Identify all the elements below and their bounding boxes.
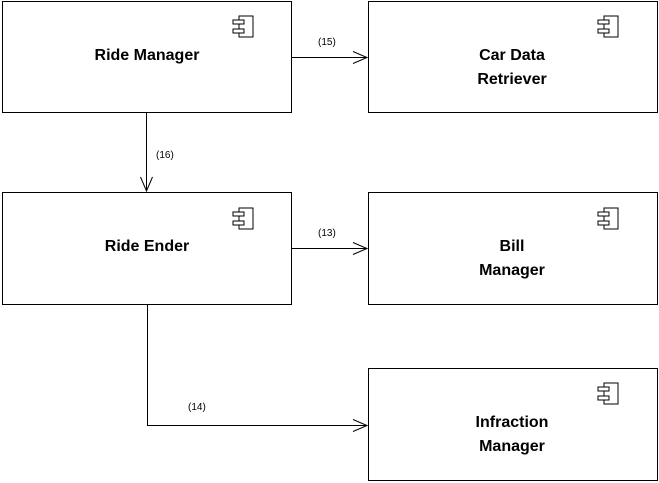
connector-label: (16) — [156, 150, 174, 161]
component-label: Car Data — [479, 47, 545, 64]
arrowhead-icon — [140, 176, 153, 193]
connector-line — [147, 304, 367, 426]
component-ride-ender: Ride Ender — [2, 192, 292, 305]
connector-label: (15) — [318, 37, 336, 48]
connector-ride-manager-to-ride-ender: (16) — [140, 112, 174, 193]
component-car-data-retriever: Car Data Retriever — [368, 1, 658, 113]
component-label: Manager — [479, 438, 545, 455]
component-label: Bill — [500, 238, 525, 255]
component-bill-manager: Bill Manager — [368, 192, 658, 305]
connector-ride-ender-to-bill-manager: (13) — [291, 228, 369, 255]
component-icon — [597, 382, 619, 405]
component-infraction-manager: Infraction Manager — [368, 368, 658, 481]
connector-ride-manager-to-car-data-retriever: (15) — [291, 37, 369, 64]
arrowhead-icon — [352, 419, 369, 432]
component-icon — [597, 15, 619, 38]
component-icon — [232, 15, 254, 38]
component-label: Ride Ender — [105, 238, 189, 255]
arrowhead-icon — [352, 242, 369, 255]
component-icon — [597, 207, 619, 230]
component-label: Manager — [479, 262, 545, 279]
connector-ride-ender-to-infraction-manager: (14) — [147, 304, 369, 432]
component-label: Infraction — [476, 414, 549, 431]
arrowhead-icon — [352, 51, 369, 64]
connector-label: (13) — [318, 228, 336, 239]
connector-label: (14) — [188, 402, 206, 413]
component-label: Ride Manager — [95, 47, 200, 64]
component-ride-manager: Ride Manager — [2, 1, 292, 113]
component-icon — [232, 207, 254, 230]
component-label: Retriever — [477, 71, 546, 88]
